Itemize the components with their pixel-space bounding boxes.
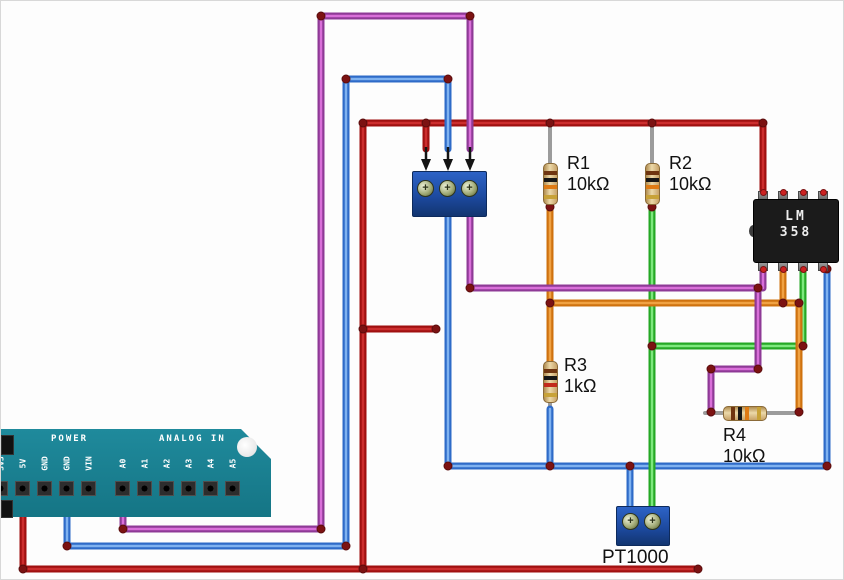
label-a3: A3: [184, 458, 194, 469]
pin-connection-dot: [800, 266, 807, 273]
resistor-r4[interactable]: [723, 406, 767, 421]
screw-terminal-3[interactable]: +: [461, 180, 478, 197]
pin-a4[interactable]: [203, 481, 218, 496]
label-gnd-1: GND: [40, 456, 50, 471]
resistor-r1[interactable]: [543, 163, 558, 205]
label-a2: A2: [162, 458, 172, 469]
label-5v: 5V: [18, 458, 28, 469]
label-a4: A4: [206, 458, 216, 469]
pin-a5[interactable]: [225, 481, 240, 496]
arduino-board[interactable]: [1, 429, 271, 517]
pin-connection-dot: [780, 189, 787, 196]
pin-connection-dot: [760, 266, 767, 273]
down-arrow-icon: [443, 159, 453, 171]
pin-gnd-1[interactable]: [37, 481, 52, 496]
label-a0: A0: [118, 458, 128, 469]
mounting-hole: [237, 437, 257, 457]
screw-terminal-1[interactable]: +: [417, 180, 434, 197]
pin-a0[interactable]: [115, 481, 130, 496]
pt1000-label: PT1000: [602, 547, 669, 568]
pin-5v[interactable]: [15, 481, 30, 496]
probe-arrows: [421, 147, 475, 171]
pin-connection-dot: [820, 189, 827, 196]
partial-component: [1, 435, 14, 455]
label-3v3: 3V3: [0, 456, 6, 471]
pt1000-screw-2[interactable]: +: [644, 513, 661, 530]
pin-gnd-2[interactable]: [59, 481, 74, 496]
pin-a1[interactable]: [137, 481, 152, 496]
pin-connection-dot: [760, 189, 767, 196]
resistor-r2[interactable]: [645, 163, 660, 205]
label-vin: VIN: [84, 456, 94, 471]
pin-connection-dot: [780, 266, 787, 273]
label-a1: A1: [140, 458, 150, 469]
partial-component: [1, 500, 13, 518]
resistor-r3[interactable]: [543, 361, 558, 403]
pin-3v3[interactable]: [1, 481, 8, 496]
down-arrow-icon: [421, 159, 431, 171]
pt1000-screw-1[interactable]: +: [622, 513, 639, 530]
down-arrow-icon: [465, 159, 475, 171]
pin-vin[interactable]: [81, 481, 96, 496]
power-section-label: POWER: [51, 434, 89, 444]
label-a5: A5: [228, 458, 238, 469]
analog-section-label: ANALOG IN: [159, 434, 226, 444]
pin-a3[interactable]: [181, 481, 196, 496]
pin-a2[interactable]: [159, 481, 174, 496]
screw-terminal-2[interactable]: +: [439, 180, 456, 197]
pin-connection-dot: [820, 266, 827, 273]
label-gnd-2: GND: [62, 456, 72, 471]
ic-lm358[interactable]: LM 358: [753, 199, 839, 263]
pin-connection-dot: [800, 189, 807, 196]
